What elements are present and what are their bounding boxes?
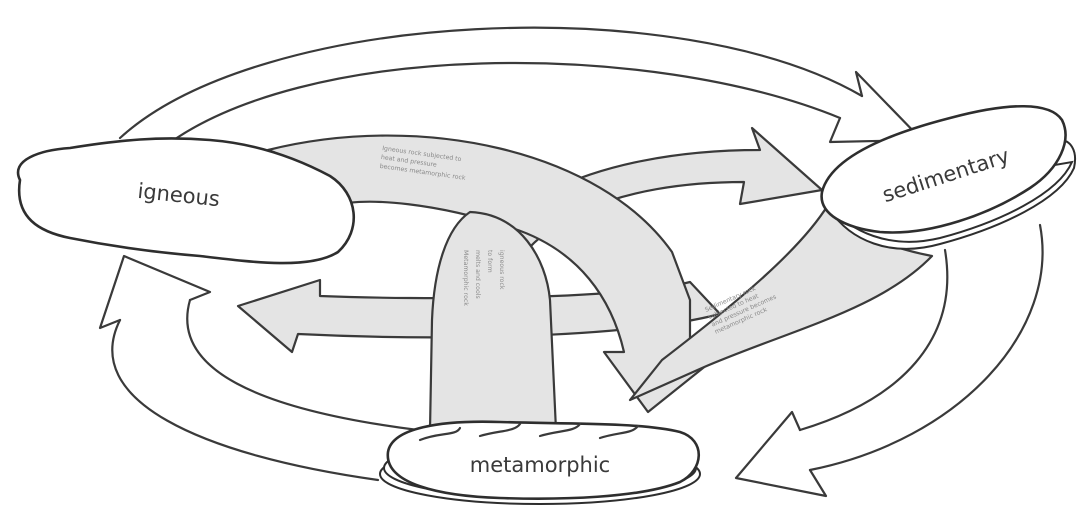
note-line: melts and cools (474, 250, 481, 299)
arrow-igneous-to-sedimentary (120, 28, 922, 150)
sedimentary-node: sedimentary (822, 106, 1075, 249)
note-line: Metamorphic rock (462, 250, 469, 306)
metamorphic-label: metamorphic (470, 453, 610, 477)
arrow-metamorphic-to-igneous-outer (100, 256, 418, 480)
note-line: to form (486, 250, 493, 273)
metamorphic-node: metamorphic (380, 422, 700, 504)
note-line: igneous rock (498, 250, 505, 290)
band-metamorphic-to-igneous (430, 212, 556, 430)
